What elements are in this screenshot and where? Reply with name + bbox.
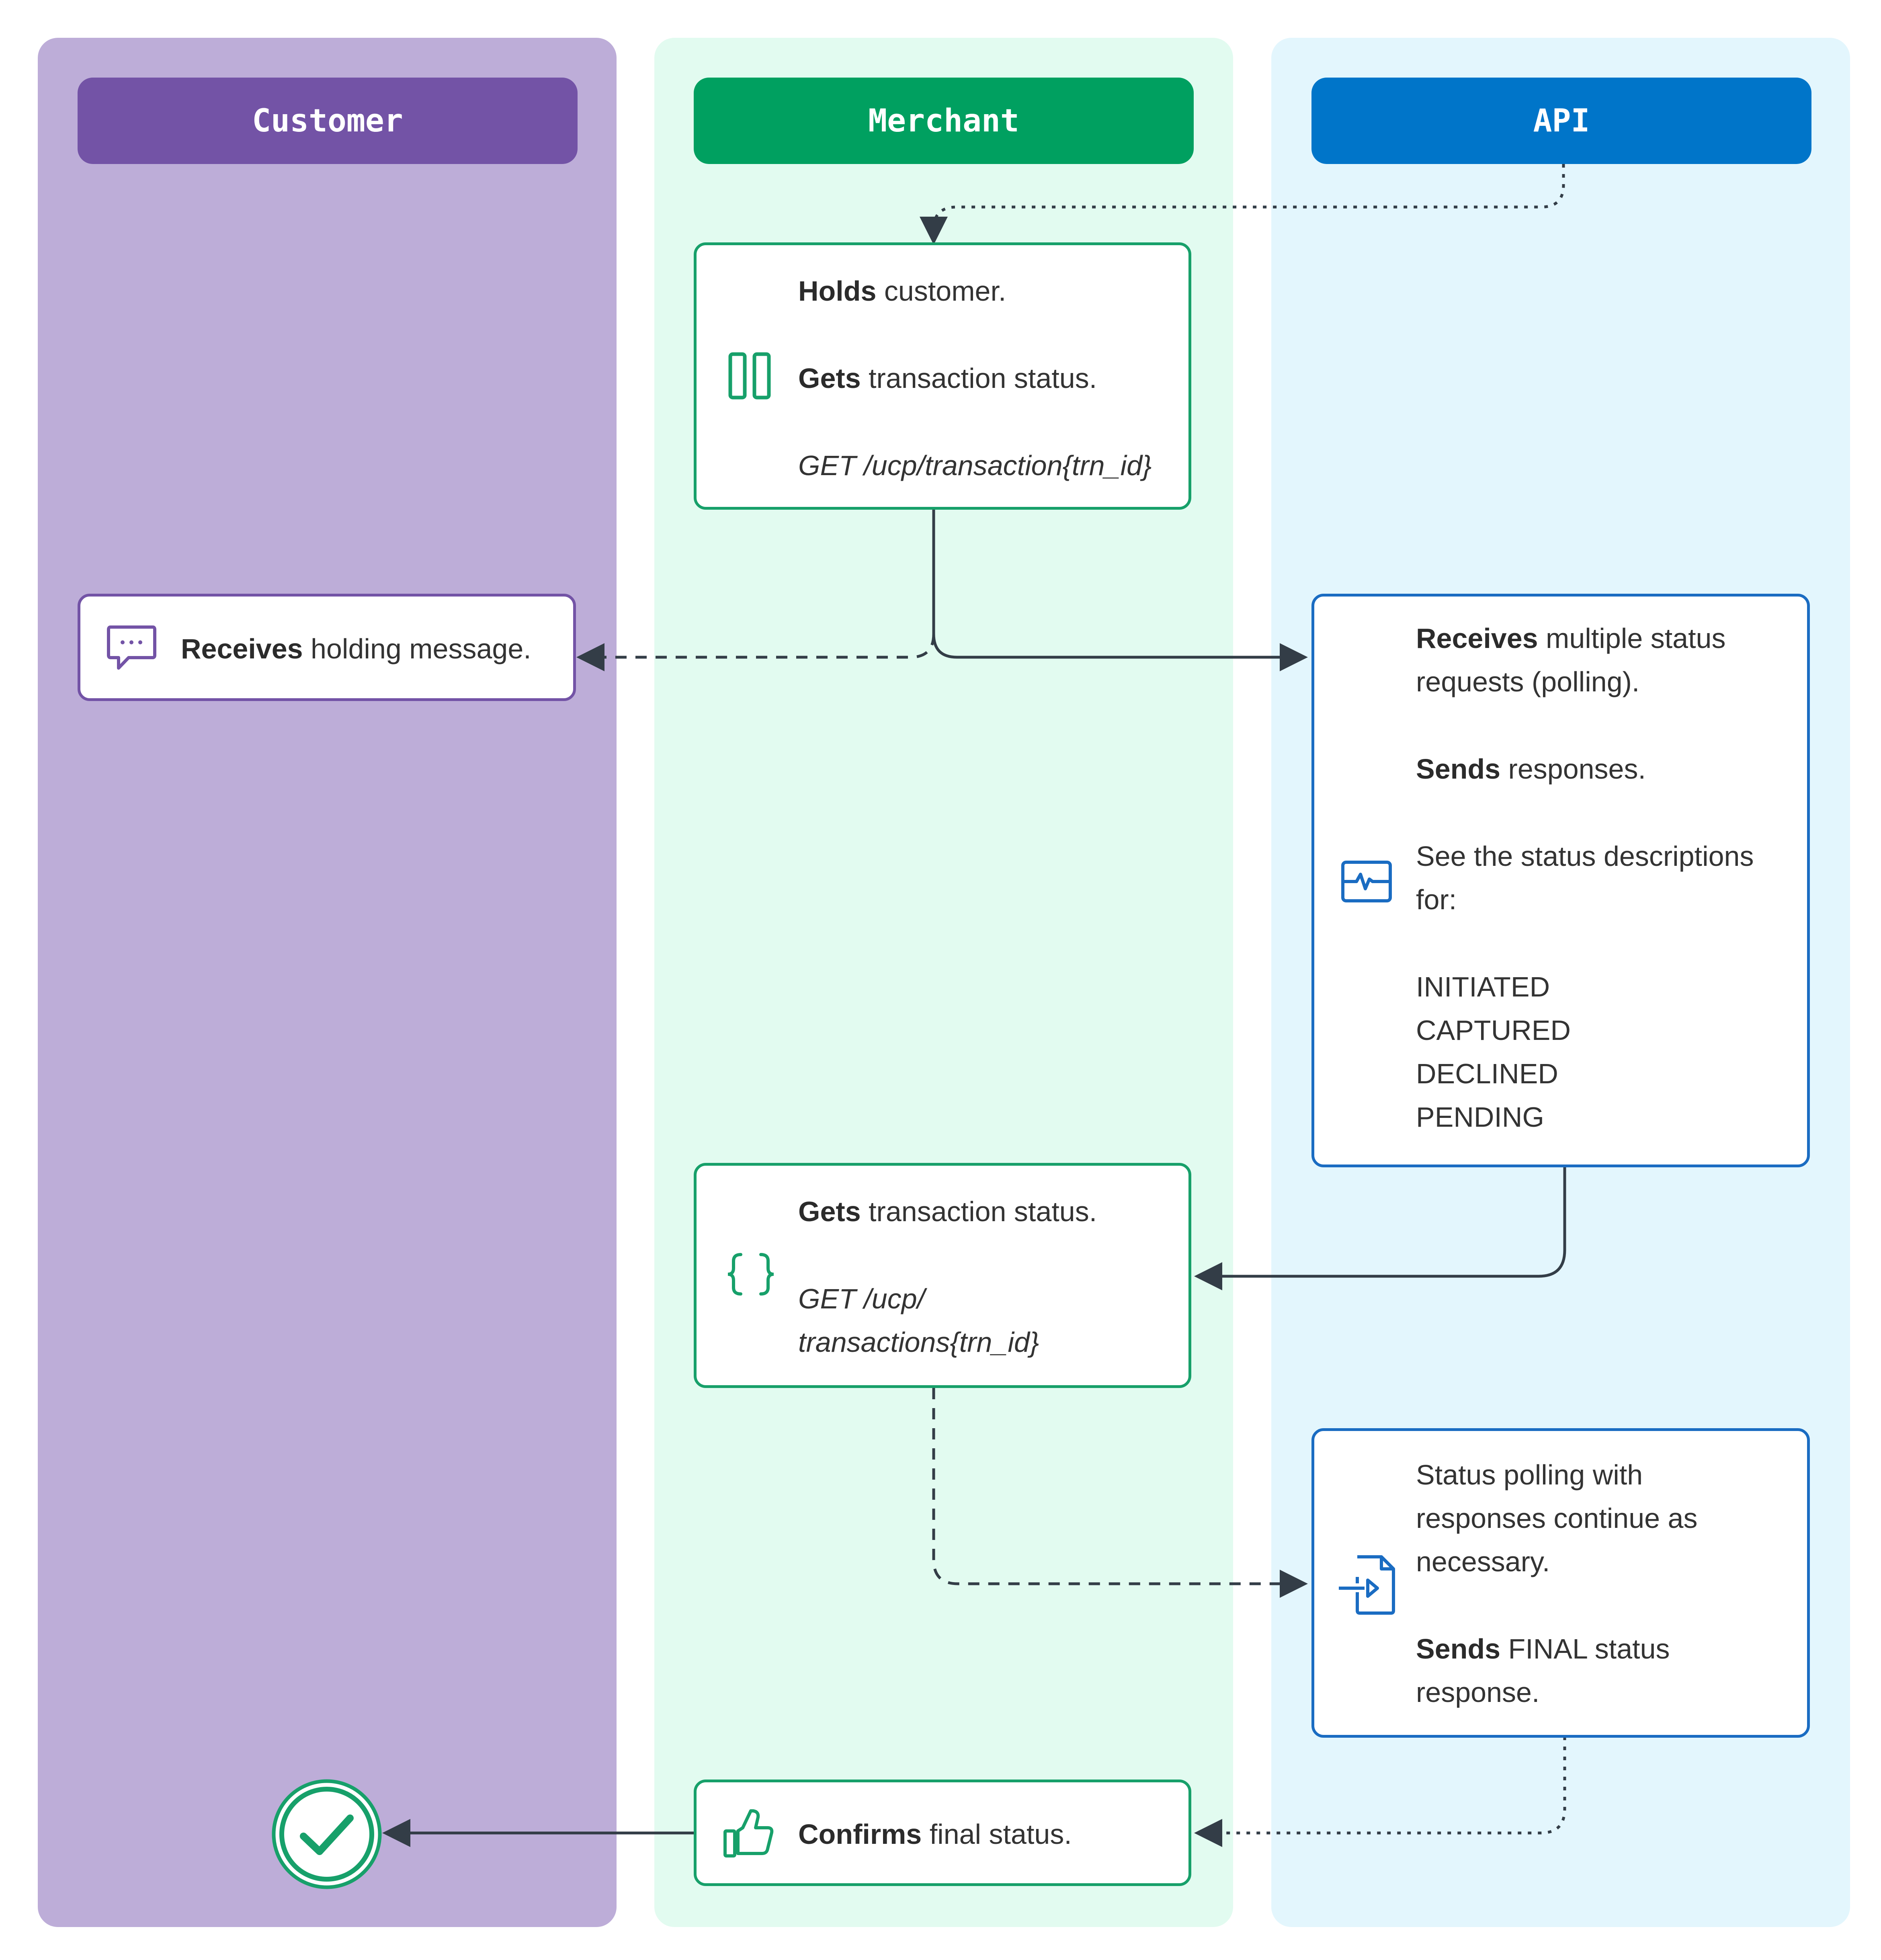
- arrow-api-to-confirm: [1194, 1737, 1566, 1847]
- endpoint-text: GET /ucp/transaction{trn_id}: [798, 450, 1152, 481]
- gets-line: Gets transaction status.: [798, 363, 1097, 394]
- merchant-get-line2: GET /ucp/: [798, 1283, 925, 1314]
- merchant-get-status-box: Gets transaction status. GET /ucp/ trans…: [694, 1163, 1191, 1388]
- api-polling-box: Receives multiple status requests (polli…: [1311, 594, 1810, 1167]
- continue-line5: response.: [1416, 1677, 1540, 1708]
- pause-icon: [728, 352, 771, 400]
- arrow-api-to-merchant-start: [920, 164, 1565, 245]
- polling-line2: requests (polling).: [1416, 666, 1640, 697]
- check-circle-icon: [272, 1779, 382, 1889]
- confirm-text: Confirms final status.: [798, 1819, 1072, 1850]
- polling-line4: See the status descriptions: [1416, 841, 1754, 872]
- customer-lane-header: Customer: [78, 78, 578, 164]
- status-initiated: INITIATED: [1416, 971, 1550, 1003]
- merchant-lane-header: Merchant: [694, 78, 1194, 164]
- curly-braces-icon: [727, 1253, 774, 1296]
- status-captured: CAPTURED: [1416, 1015, 1571, 1046]
- polling-line5: for:: [1416, 884, 1457, 915]
- status-pending: PENDING: [1416, 1101, 1544, 1133]
- thumbs-up-icon: [723, 1809, 774, 1857]
- api-lane-header: API: [1311, 78, 1811, 164]
- merchant-get-line1: Gets transaction status.: [798, 1196, 1097, 1227]
- status-monitor-icon: [1341, 861, 1392, 902]
- api-continue-box: Status polling with responses continue a…: [1311, 1428, 1810, 1738]
- continue-line2: responses continue as: [1416, 1503, 1698, 1534]
- customer-lane: [38, 38, 617, 1927]
- arrow-merchant-to-api-continue: [932, 1388, 1308, 1598]
- merchant-get-line3: transactions{trn_id}: [798, 1326, 1039, 1358]
- arrow-holds-to-api: [932, 510, 1308, 671]
- polling-line3: Sends responses.: [1416, 753, 1646, 785]
- status-declined: DECLINED: [1416, 1058, 1558, 1089]
- continue-line4: Sends FINAL status: [1416, 1633, 1670, 1665]
- customer-message-text: Receives holding message.: [181, 633, 531, 664]
- polling-line1: Receives multiple status: [1416, 623, 1726, 654]
- chat-bubble-icon: [107, 625, 156, 670]
- customer-message-box: Receives holding message.: [78, 594, 576, 701]
- confirm-status-box: Confirms final status.: [694, 1780, 1191, 1886]
- continue-line3: necessary.: [1416, 1546, 1550, 1577]
- document-import-icon: [1339, 1555, 1395, 1615]
- arrow-api-to-merchant-get: [1194, 1166, 1566, 1290]
- continue-line1: Status polling with: [1416, 1459, 1643, 1491]
- holds-customer-box: Holds customer. Gets transaction status.…: [694, 242, 1191, 510]
- arrow-holds-to-customer: [576, 634, 935, 671]
- holds-line1: Holds customer.: [798, 275, 1006, 307]
